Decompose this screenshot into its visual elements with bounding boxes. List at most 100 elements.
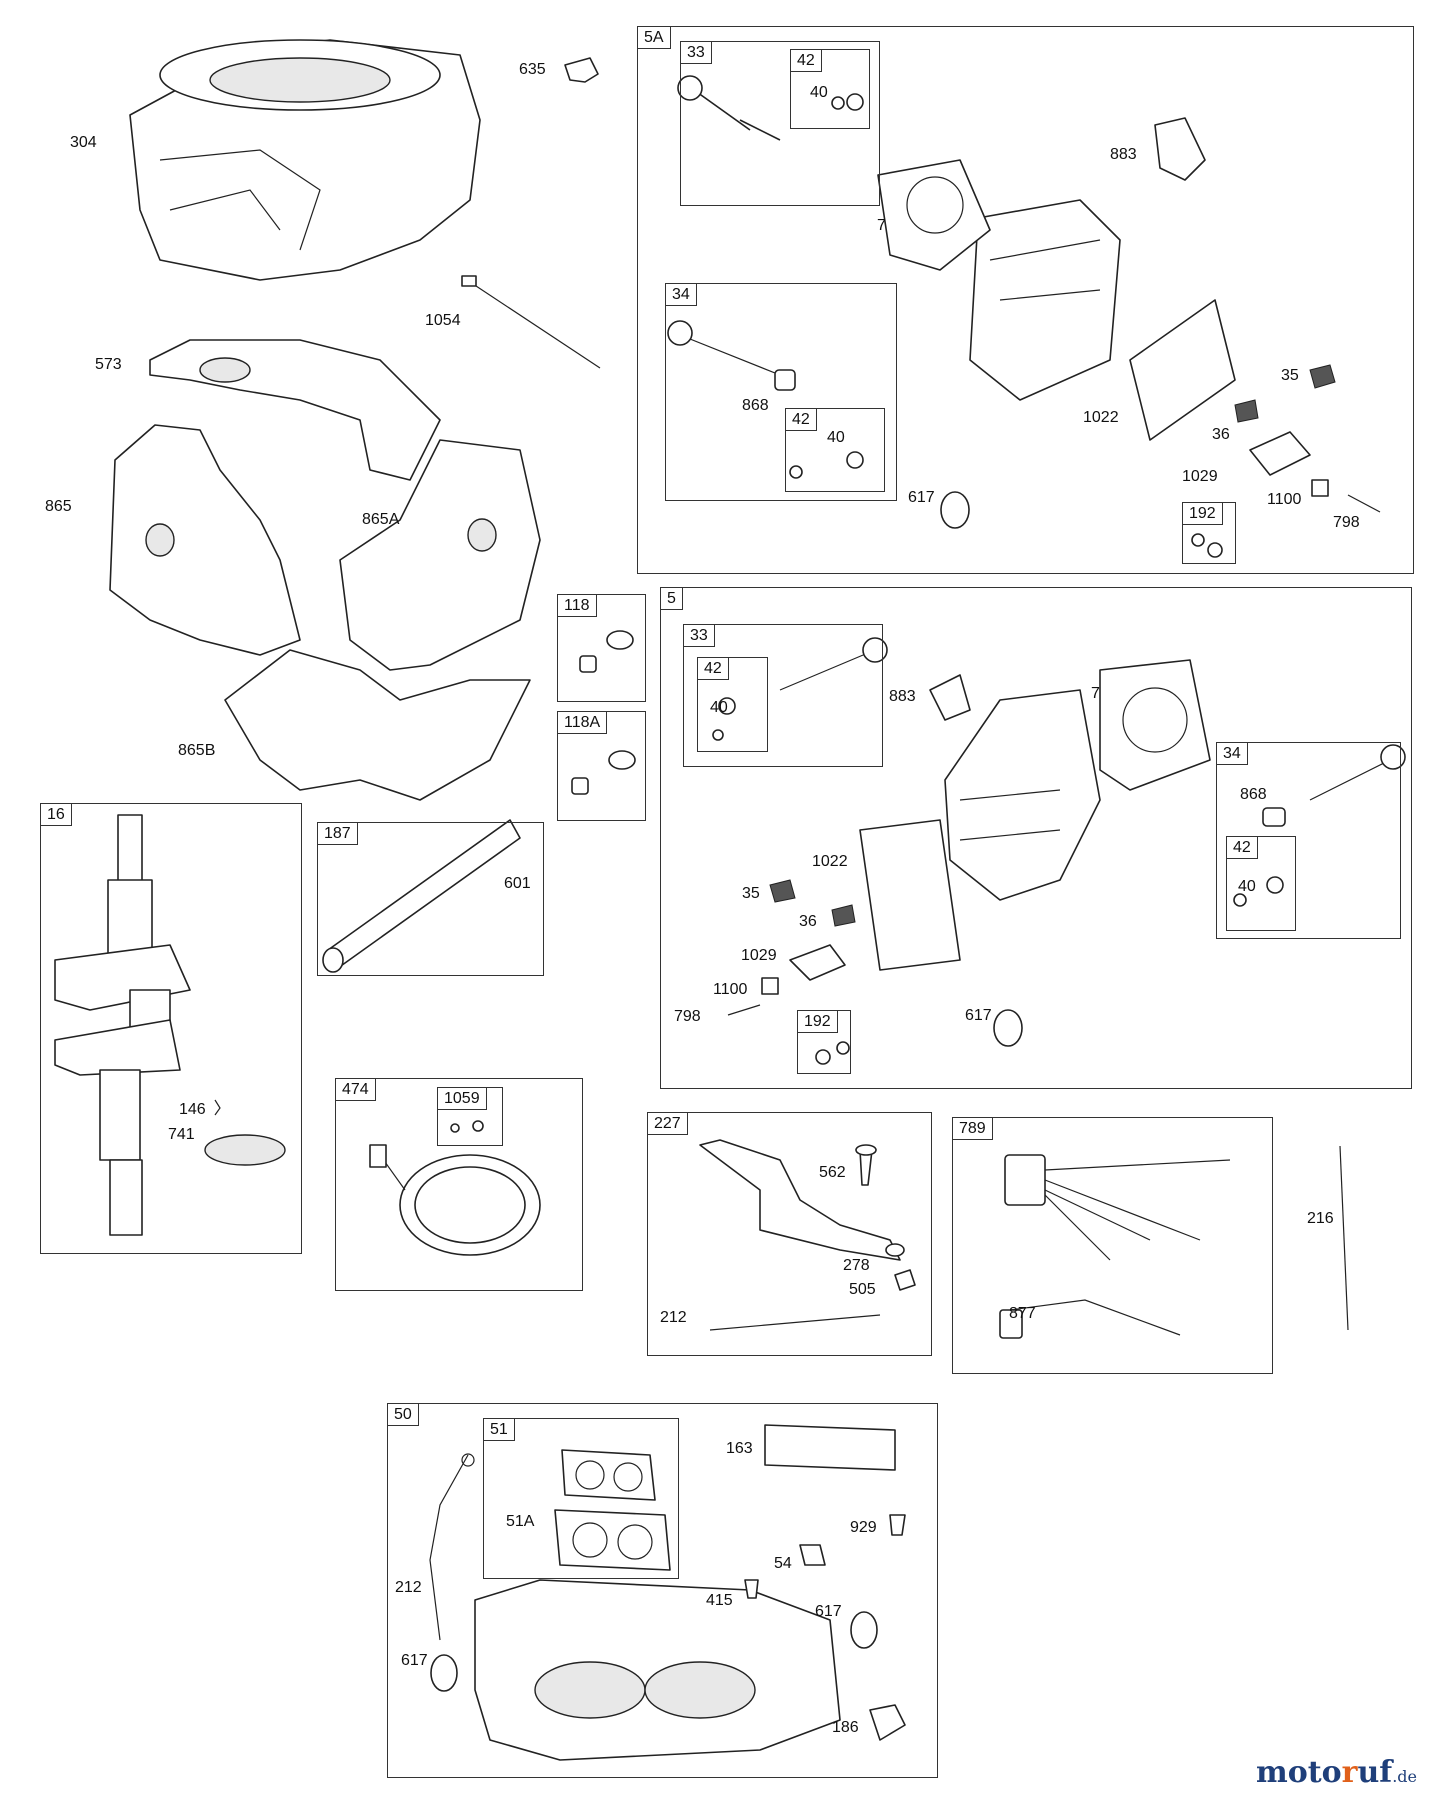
assembly-box-33b: 33 (683, 624, 883, 767)
assembly-box-16: 16 (40, 803, 302, 1254)
assembly-box-33a: 33 (680, 41, 880, 206)
box-tag: 42 (697, 657, 729, 680)
box-tag: 227 (647, 1112, 688, 1135)
callout-1022-a: 1022 (1083, 409, 1119, 426)
blower-housing-drawing (129, 39, 481, 281)
cylinder-head-5-drawing (712, 637, 1406, 1065)
seal-118-drawing (606, 630, 634, 650)
brand-suffix: uf (1357, 1755, 1393, 1790)
box-tag: 5A (637, 26, 671, 49)
callout-617-b: 617 (965, 1007, 992, 1024)
box-tag: 33 (683, 624, 715, 647)
callout-212-a: 212 (660, 1309, 687, 1326)
governor-drawing (699, 1139, 916, 1331)
callout-1029-b: 1029 (741, 947, 777, 964)
fitting-drawing (564, 57, 599, 83)
callout-40-a: 40 (810, 84, 828, 101)
box-tag: 50 (387, 1403, 419, 1426)
callout-883-b: 883 (889, 688, 916, 705)
seal-118a-drawing (608, 750, 636, 770)
callout-40-b: 40 (827, 429, 845, 446)
callout-635: 635 (519, 61, 546, 78)
callout-798-a: 798 (1333, 514, 1360, 531)
callout-54: 54 (774, 1555, 792, 1572)
callout-36-b: 36 (799, 913, 817, 930)
callout-1100-a: 1100 (1267, 491, 1302, 508)
callout-929: 929 (850, 1519, 877, 1536)
assembly-box-5a: 5A (637, 26, 1414, 574)
brand-tld: .de (1392, 1767, 1417, 1786)
assembly-box-42d: 42 (1226, 836, 1296, 931)
box-tag: 42 (1226, 836, 1258, 859)
box-tag: 42 (785, 408, 817, 431)
callout-865a: 865A (362, 511, 400, 528)
assembly-box-34a: 34 (665, 283, 897, 501)
box-tag: 118A (557, 711, 608, 734)
shroud-865b-drawing (224, 649, 531, 801)
assembly-box-42c: 42 (697, 657, 768, 752)
callout-415: 415 (706, 1592, 733, 1609)
callout-1054: 1054 (425, 312, 461, 329)
box-tag: 34 (1216, 742, 1248, 765)
callout-36-a: 36 (1212, 426, 1230, 443)
crankshaft-drawing (54, 814, 286, 1236)
shroud-865a-drawing (339, 439, 541, 671)
box-tag: 5 (660, 587, 683, 610)
callout-617-c: 617 (815, 1603, 842, 1620)
callout-741: 741 (168, 1126, 195, 1143)
assembly-box-192a: 192 (1182, 502, 1236, 564)
callout-7-a: 7 (877, 217, 886, 234)
box-tag: 118 (557, 594, 597, 617)
callout-868-b: 868 (1240, 786, 1267, 803)
assembly-box-1059: 1059 (437, 1087, 503, 1146)
cylinder-head-5a-drawing (667, 75, 1381, 558)
cable-tie-drawing (469, 281, 601, 369)
callout-865b: 865B (178, 742, 216, 759)
assembly-box-789: 789 (952, 1117, 1273, 1374)
callout-7-b: 7 (1091, 685, 1100, 702)
assembly-box-42a: 42 (790, 49, 870, 129)
callout-1029-a: 1029 (1182, 468, 1218, 485)
callout-883-a: 883 (1110, 146, 1137, 163)
callout-798-b: 798 (674, 1008, 701, 1025)
callout-35-b: 35 (742, 885, 760, 902)
shroud-865-drawing (109, 424, 301, 656)
callout-216: 216 (1307, 1210, 1334, 1227)
tube-drawing (322, 819, 521, 973)
brand-accent: r (1341, 1755, 1358, 1790)
box-tag: 187 (317, 822, 358, 845)
assembly-box-118: 118 (557, 594, 646, 702)
callout-617-a: 617 (908, 489, 935, 506)
callout-617-d: 617 (401, 1652, 428, 1669)
callout-40-d: 40 (1238, 878, 1256, 895)
callout-562: 562 (819, 1164, 846, 1181)
box-tag: 51 (483, 1418, 515, 1441)
callout-601: 601 (504, 875, 531, 892)
callout-877: 877 (1009, 1305, 1036, 1322)
callout-40-c: 40 (710, 699, 728, 716)
callout-51a: 51A (506, 1513, 535, 1530)
box-tag: 192 (1182, 502, 1223, 525)
assembly-box-192b: 192 (797, 1010, 851, 1074)
box-tag: 789 (952, 1117, 993, 1140)
callout-868-a: 868 (742, 397, 769, 414)
assembly-box-5: 5 (660, 587, 1412, 1089)
box-tag: 34 (665, 283, 697, 306)
callout-573: 573 (95, 356, 122, 373)
box-tag: 33 (680, 41, 712, 64)
assembly-box-51: 51 (483, 1418, 679, 1579)
brand-logo: motoruf.de (1256, 1755, 1417, 1790)
assembly-box-118a: 118A (557, 711, 646, 821)
box-tag: 192 (797, 1010, 838, 1033)
box-tag: 1059 (437, 1087, 487, 1110)
alternator-drawing (369, 1120, 541, 1256)
callout-163: 163 (726, 1440, 753, 1457)
callout-35-a: 35 (1281, 367, 1299, 384)
callout-278: 278 (843, 1257, 870, 1274)
assembly-box-50: 50 (387, 1403, 938, 1778)
callout-212-b: 212 (395, 1579, 422, 1596)
box-tag: 16 (40, 803, 72, 826)
callout-146: 146 (179, 1101, 206, 1118)
